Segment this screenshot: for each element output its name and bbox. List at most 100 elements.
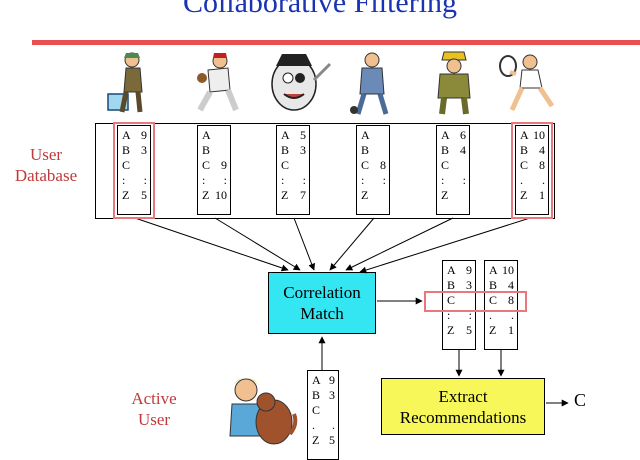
item-name: . <box>520 173 523 187</box>
item-rating: 4 <box>460 143 466 157</box>
item-rating: 10 <box>502 263 514 277</box>
rating-row: B <box>361 143 386 158</box>
item-name: B <box>361 143 370 157</box>
rating-row: .. <box>489 308 514 323</box>
rating-row: A <box>202 128 227 143</box>
item-name: : <box>122 173 126 187</box>
correlation-match-line-1: Correlation <box>283 283 361 302</box>
rating-row: A <box>361 128 386 143</box>
item-rating: : <box>302 173 306 187</box>
item-name: B <box>312 388 321 402</box>
item-name: C <box>520 158 529 172</box>
arrow-user-2 <box>214 217 301 271</box>
item-name: A <box>312 373 321 387</box>
title-divider <box>32 40 640 45</box>
rating-row: :: <box>361 173 386 188</box>
item-rating: 3 <box>300 143 306 157</box>
item-rating: 8 <box>539 158 545 172</box>
item-name: B <box>441 143 450 157</box>
item-rating: 9 <box>329 373 335 387</box>
item-rating: : <box>143 173 147 187</box>
active-user-label-line-2: User <box>137 410 171 429</box>
item-name: A <box>361 128 370 142</box>
item-rating: 4 <box>539 143 545 157</box>
item-name: C <box>447 293 456 307</box>
item-rating: 5 <box>300 128 306 142</box>
item-rating: . <box>542 173 545 187</box>
arrow-user-5 <box>345 217 454 271</box>
item-rating: 7 <box>300 188 306 202</box>
extract-recommendations-line-1: Extract <box>438 386 488 406</box>
rating-row: C <box>122 158 147 173</box>
highlight-first-user <box>113 122 155 219</box>
correlation-match-box: Correlation Match <box>268 272 376 334</box>
businessman-icon <box>350 52 389 115</box>
item-rating: . <box>332 418 335 432</box>
item-name: B <box>447 278 456 292</box>
item-name: C <box>122 158 131 172</box>
item-name: C <box>441 158 450 172</box>
item-name: Z <box>312 433 320 447</box>
active-user-label: Active User <box>114 388 194 430</box>
user-database-label-line-2: Database <box>14 166 78 185</box>
active-user-figure-icon <box>229 378 298 445</box>
item-name: B <box>489 278 498 292</box>
user-database-label-line-1: User <box>29 145 63 164</box>
item-name: B <box>122 143 131 157</box>
item-name: A <box>489 263 498 277</box>
arrow-user-1 <box>134 217 289 272</box>
item-name: Z <box>281 188 289 202</box>
rating-row: B <box>202 143 227 158</box>
item-rating: : <box>223 173 227 187</box>
item-rating: . <box>511 308 514 322</box>
rating-row: .. <box>520 173 545 188</box>
item-name: C <box>202 158 211 172</box>
item-name: Z <box>447 323 455 337</box>
item-name: A <box>441 128 450 142</box>
item-rating: 6 <box>460 128 466 142</box>
item-name: : <box>281 173 285 187</box>
item-rating: 9 <box>221 158 227 172</box>
item-rating: 3 <box>329 388 335 402</box>
tennis-player-icon <box>499 54 555 112</box>
highlight-item-c-row <box>424 291 527 312</box>
rating-row: C <box>441 158 466 173</box>
rating-row: :: <box>122 173 147 188</box>
user-database-label: User Database <box>6 144 86 186</box>
rating-row: A 10 <box>489 263 514 278</box>
item-name: . <box>489 308 492 322</box>
baseball-player-icon <box>197 53 239 112</box>
item-name: A <box>447 263 456 277</box>
rating-row: :: <box>447 308 472 323</box>
item-name: . <box>312 418 315 432</box>
item-rating: 8 <box>380 158 386 172</box>
output-label: C <box>574 390 587 410</box>
rating-row: Z <box>361 188 386 203</box>
item-rating: 3 <box>466 278 472 292</box>
worker-icon <box>437 51 471 115</box>
item-name: Z <box>122 188 130 202</box>
